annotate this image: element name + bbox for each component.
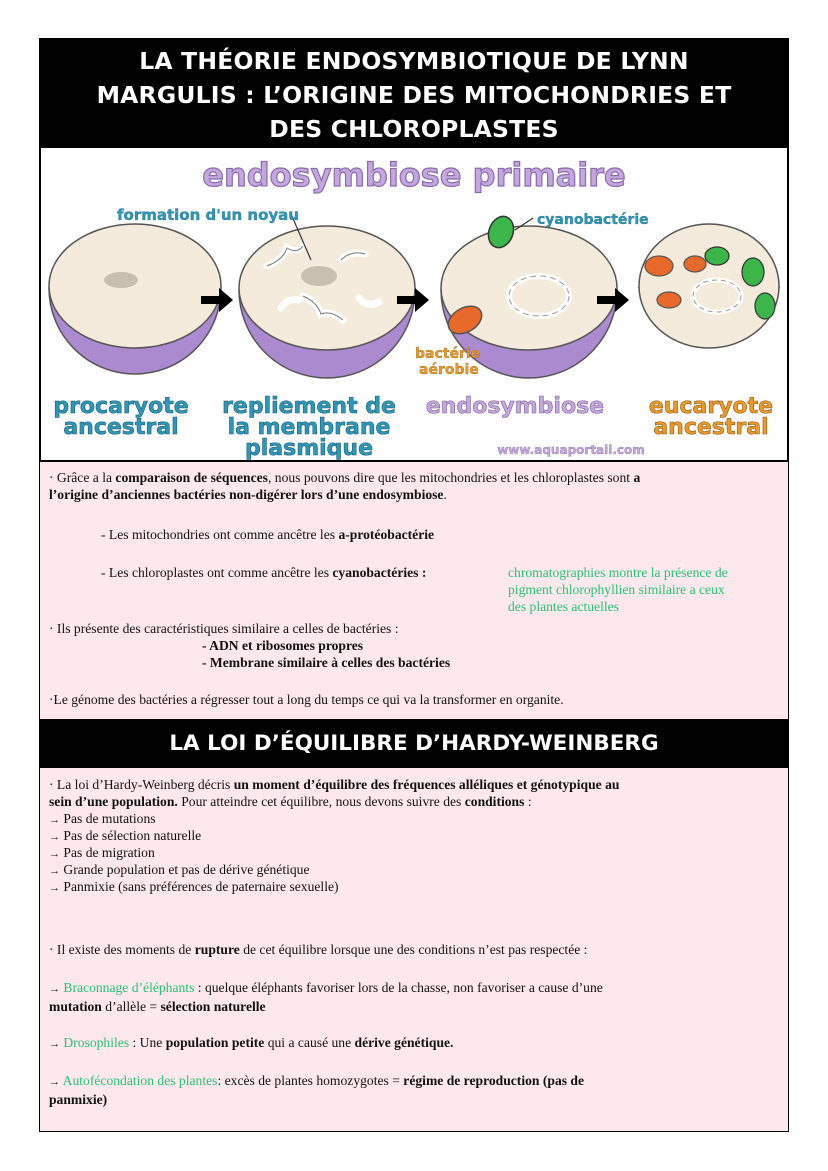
cell-endosymbiose — [440, 215, 618, 379]
stage-label-ancestral: ancestral — [63, 415, 178, 440]
title-line-1: LA THÉORIE ENDOSYMBIOTIQUE DE LYNN — [139, 47, 689, 75]
stage-label-membrane: la membrane — [228, 415, 391, 440]
arrow-icon: → — [49, 848, 60, 860]
stage-label-procaryote: procaryote — [53, 394, 188, 419]
diagram-heading: endosymbiose primaire — [202, 156, 625, 194]
condition-item: → Pas de sélection naturelle — [49, 828, 202, 843]
label-noyau: formation d'un noyau — [117, 206, 299, 224]
paragraph-rupture: · Il existe des moments de rupture de ce… — [49, 942, 588, 957]
cell-procaryote — [48, 223, 222, 375]
condition-item: → Grande population et pas de dérive gén… — [49, 862, 310, 877]
arrow-icon: → — [49, 814, 60, 826]
label-aerobie: aérobie — [419, 362, 479, 378]
watermark: www.aquaportail.com — [497, 443, 645, 457]
cell-eucaryote — [637, 223, 781, 349]
arrow-icon: → — [49, 865, 60, 877]
arrow-icon — [397, 288, 429, 312]
arrow-icon: → — [49, 882, 60, 894]
chromatography-note: chromatographies montre la présence de p… — [508, 565, 728, 614]
paragraph-genome: ·Le génome des bactéries a régresser tou… — [49, 692, 564, 707]
arrow-icon: → — [49, 1076, 60, 1088]
example-braconnage: → Braconnage d’éléphants : quelque éléph… — [49, 980, 603, 1014]
arrow-icon: → — [49, 831, 60, 843]
item-adn: - ADN et ribosomes propres — [202, 638, 364, 653]
endosymbiosis-notes: · Grâce a la comparaison de séquences, n… — [39, 462, 789, 720]
arrow-icon — [201, 288, 233, 312]
title-line-2: MARGULIS : L’ORIGINE DES MITOCHONDRIES E… — [96, 81, 732, 109]
item-membrane: - Membrane similaire à celles des bactér… — [202, 655, 451, 670]
stage-label-repliement: repliement de — [222, 394, 396, 419]
stage-label-plasmique: plasmique — [245, 436, 373, 460]
paragraph-chloroplastes: - Les chloroplastes ont comme ancêtre le… — [101, 565, 427, 580]
label-bacterie: bactérie — [415, 346, 480, 362]
stage-label-eucaryote-ancestral: ancestral — [653, 415, 768, 440]
arrow-icon: → — [49, 983, 60, 995]
stage-label-endosymbiose: endosymbiose — [426, 394, 604, 419]
condition-item: → Pas de migration — [49, 845, 155, 860]
section-title-hardy-weinberg: LA LOI D’ÉQUILIBRE D’HARDY-WEINBERG — [39, 720, 789, 768]
section-title-endosymbiotic: LA THÉORIE ENDOSYMBIOTIQUE DE LYNN MARGU… — [39, 38, 789, 146]
example-drosophiles: → Drosophiles : Une population petite qu… — [49, 1035, 454, 1050]
paragraph-comparaison: · Grâce a la comparaison de séquences, n… — [49, 470, 641, 502]
label-cyanobacterie: cyanobactérie — [537, 212, 649, 228]
condition-item: → Pas de mutations — [49, 811, 156, 826]
condition-item: → Panmixie (sans préférences de paternai… — [49, 879, 339, 894]
paragraph-mitochondries: - Les mitochondries ont comme ancêtre le… — [101, 527, 435, 542]
paragraph-loi: · La loi d’Hardy-Weinberg décris un mome… — [49, 777, 620, 809]
stage-label-eucaryote: eucaryote — [649, 394, 773, 419]
arrow-icon — [597, 288, 629, 312]
title-line-3: DES CHLOROPLASTES — [269, 115, 559, 143]
cell-repliement — [238, 225, 416, 379]
arrow-icon: → — [49, 1038, 60, 1050]
example-autofecondation: → Autofécondation des plantes: excès de … — [49, 1073, 585, 1107]
paragraph-caracteristiques: · Ils présente des caractéristiques simi… — [49, 621, 399, 636]
endosymbiosis-diagram: endosymbiose primaire — [39, 146, 789, 462]
hardy-weinberg-notes: · La loi d’Hardy-Weinberg décris un mome… — [39, 768, 789, 1132]
